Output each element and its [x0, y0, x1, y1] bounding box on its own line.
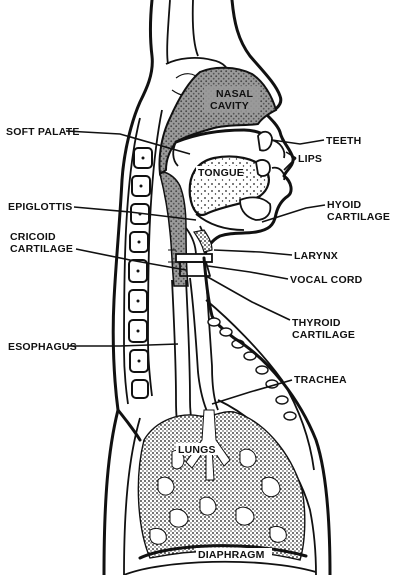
mouth-tongue [173, 130, 284, 230]
spine [124, 110, 162, 404]
label-diaphragm: DIAPHRAGM [198, 549, 265, 561]
label-hyoid-line2: CARTILAGE [327, 211, 390, 223]
esophagus-leader [68, 344, 178, 346]
label-teeth: TEETH [326, 135, 361, 147]
thyroid-leader [206, 276, 290, 320]
label-lungs: LUNGS [178, 444, 216, 456]
label-esophagus: ESOPHAGUS [8, 341, 77, 353]
label-nasal-cavity-line2: CAVITY [210, 100, 249, 112]
label-soft-palate: SOFT PALATE [6, 126, 80, 138]
lungs [138, 410, 304, 560]
label-lips: LIPS [298, 153, 322, 165]
label-trachea: TRACHEA [294, 374, 347, 386]
label-vocal-cord: VOCAL CORD [290, 274, 363, 286]
label-epiglottis: EPIGLOTTIS [8, 201, 72, 213]
label-hyoid-line1: HYOID [327, 199, 361, 211]
label-cricoid-line2: CARTILAGE [10, 243, 73, 255]
label-cricoid-line1: CRICOID [10, 231, 56, 243]
label-tongue: TONGUE [198, 167, 244, 179]
larynx-leader [214, 250, 292, 255]
hyoid-leader [262, 205, 325, 222]
label-thyroid-line2: CARTILAGE [292, 329, 355, 341]
label-thyroid-line1: THYROID [292, 317, 341, 329]
vocal-cord-leader [208, 266, 288, 279]
label-larynx: LARYNX [294, 250, 338, 262]
label-nasal-cavity-line1: NASAL [216, 88, 254, 100]
